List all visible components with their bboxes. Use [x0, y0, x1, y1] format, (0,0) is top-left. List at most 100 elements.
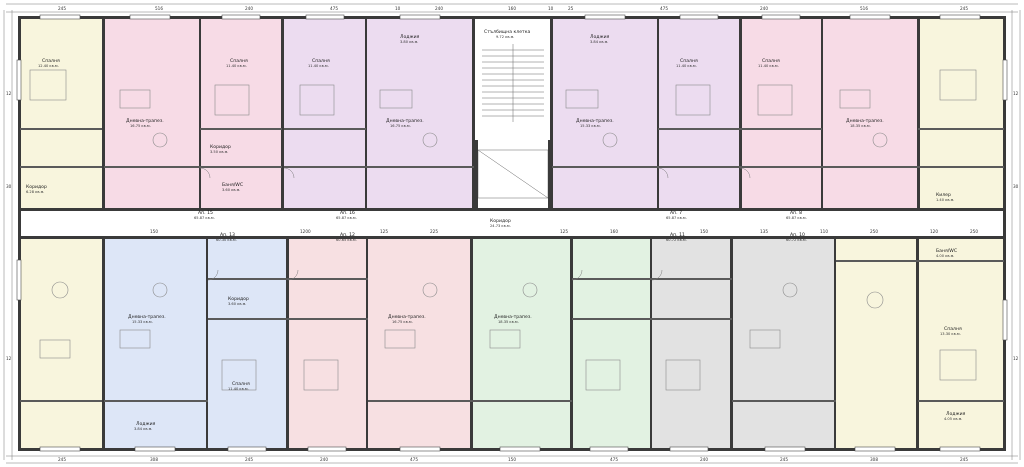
room-fills-top [20, 18, 1004, 210]
dim-top-label: 240 [760, 6, 768, 11]
room-fill [288, 238, 368, 450]
room-label: Дневна-трапез. [386, 118, 424, 124]
room-label: Спалня [42, 58, 60, 64]
room-fill [20, 130, 102, 210]
dim-bottom-label: 475 [610, 457, 618, 462]
corridor-fill [20, 210, 1004, 238]
dim-mid-label: 120 [930, 229, 938, 234]
apartment-area: 65.87 кв.м. [194, 216, 215, 220]
room-area: 11.40 кв.м. [758, 64, 779, 68]
room-label: Спалня [762, 58, 780, 64]
room-fill [20, 238, 102, 450]
stair-label: Стълбищна клетка [484, 29, 530, 35]
room-fill [368, 238, 472, 450]
dim-bottom-label: 245 [58, 457, 66, 462]
dim-bottom-label: 308 [870, 457, 878, 462]
room-fill [552, 18, 658, 168]
room-label: Коридор [210, 144, 231, 150]
apartment-label: Ап. 10 [790, 232, 805, 238]
room-label: Спалня [232, 381, 250, 387]
dim-bottom-label: 150 [508, 457, 516, 462]
dim-bottom-label: 245 [960, 457, 968, 462]
dim-mid-label: 1200 [300, 229, 311, 234]
dim-mid-label: 160 [610, 229, 618, 234]
dim-left-label: 30 [6, 184, 12, 189]
dim-bottom-label: 240 [700, 457, 708, 462]
room-fills-bottom [20, 238, 1004, 450]
room-fill [740, 18, 822, 130]
dim-top-label: 475 [660, 6, 668, 11]
dim-top-label: 516 [155, 6, 163, 11]
dim-mid-label: 250 [870, 229, 878, 234]
dim-top-label: 245 [960, 6, 968, 11]
room-area: 11.40 кв.м. [676, 64, 697, 68]
room-fill [366, 168, 474, 210]
furniture [29, 69, 977, 391]
room-fill [366, 18, 474, 168]
room-labels-bottom: Дневна-трапез. 15.33 кв.м. Спалня 11.40 … [128, 192, 966, 431]
corridor-area: 24.73 кв.м. [490, 224, 511, 228]
dim-bottom-label: 245 [245, 457, 253, 462]
room-label: Спалня [944, 326, 962, 332]
dim-mid-label: 125 [560, 229, 568, 234]
dim-mid-label: 125 [380, 229, 388, 234]
room-fill [740, 130, 822, 210]
room-label: Дневна-трапез. [846, 118, 884, 124]
room-fill [836, 238, 918, 450]
apartment-label: Ап. 13 [220, 232, 235, 238]
stair-area: 9.72 кв.м. [496, 35, 514, 39]
room-label: Дневна-трапез. [128, 314, 166, 320]
room-area: 18.35 кв.м. [498, 320, 519, 324]
windows [16, 14, 1008, 452]
room-fill [472, 238, 572, 450]
dimension-frame [3, 3, 1021, 464]
dim-mid-label: 225 [430, 229, 438, 234]
room-fill [208, 238, 288, 450]
room-area: 4.00 кв.м. [936, 254, 954, 258]
dim-mid-row: 1200 150 125 225 125 160 150 135 110 250… [150, 229, 978, 234]
room-fill [652, 238, 732, 450]
room-area: 11.40 кв.м. [308, 64, 329, 68]
dim-mid-label: 250 [970, 229, 978, 234]
dim-mid-label: 135 [760, 229, 768, 234]
room-area: 18.35 кв.м. [850, 124, 871, 128]
dim-left-label: 12 [6, 91, 12, 96]
room-label: Дневна-трапез. [388, 314, 426, 320]
room-area: 13.30 кв.м. [940, 332, 961, 336]
room-fill [104, 238, 208, 450]
room-label: Спалня [230, 58, 248, 64]
dim-mid-label: 150 [150, 229, 158, 234]
dim-right-col: 12 30 12 [1013, 91, 1019, 361]
room-area: 12.40 кв.м. [38, 64, 59, 68]
room-fill [918, 238, 1004, 450]
apartment-area: 60.65 кв.м. [336, 238, 357, 242]
apartment-label: Ап. 12 [340, 232, 355, 238]
room-fill [918, 18, 1004, 130]
room-area: 1.40 кв.м. [936, 198, 954, 202]
room-area: 3.60 кв.м. [222, 188, 240, 192]
room-fill [732, 238, 836, 450]
dim-mid-label: 150 [700, 229, 708, 234]
dim-bottom-label: 245 [780, 457, 788, 462]
room-label: Дневна-трапез. [576, 118, 614, 124]
room-fill [822, 168, 918, 210]
dim-top-label: 10 [395, 6, 401, 11]
room-label: Лоджия [590, 34, 610, 40]
room-fill [918, 130, 1004, 210]
dim-top-label: 516 [860, 6, 868, 11]
room-label: Лоджия [400, 34, 420, 40]
room-area: 6.28 кв.м. [26, 190, 44, 194]
room-label: Коридор [228, 296, 249, 302]
room-fill [104, 18, 200, 168]
apartment-area: 65.87 кв.м. [786, 216, 807, 220]
room-area: 3.50 кв.м. [210, 150, 228, 154]
room-fill [104, 168, 200, 210]
room-fill [658, 18, 740, 130]
room-area: 16.75 кв.м. [130, 124, 151, 128]
apartment-area: 65.87 кв.м. [666, 216, 687, 220]
dim-bottom-label: 240 [320, 457, 328, 462]
room-fill [552, 168, 658, 210]
dim-mid-label: 110 [820, 229, 828, 234]
dim-top-row: 245 516 240 475 10 240 160 10 25 475 240… [58, 6, 968, 11]
